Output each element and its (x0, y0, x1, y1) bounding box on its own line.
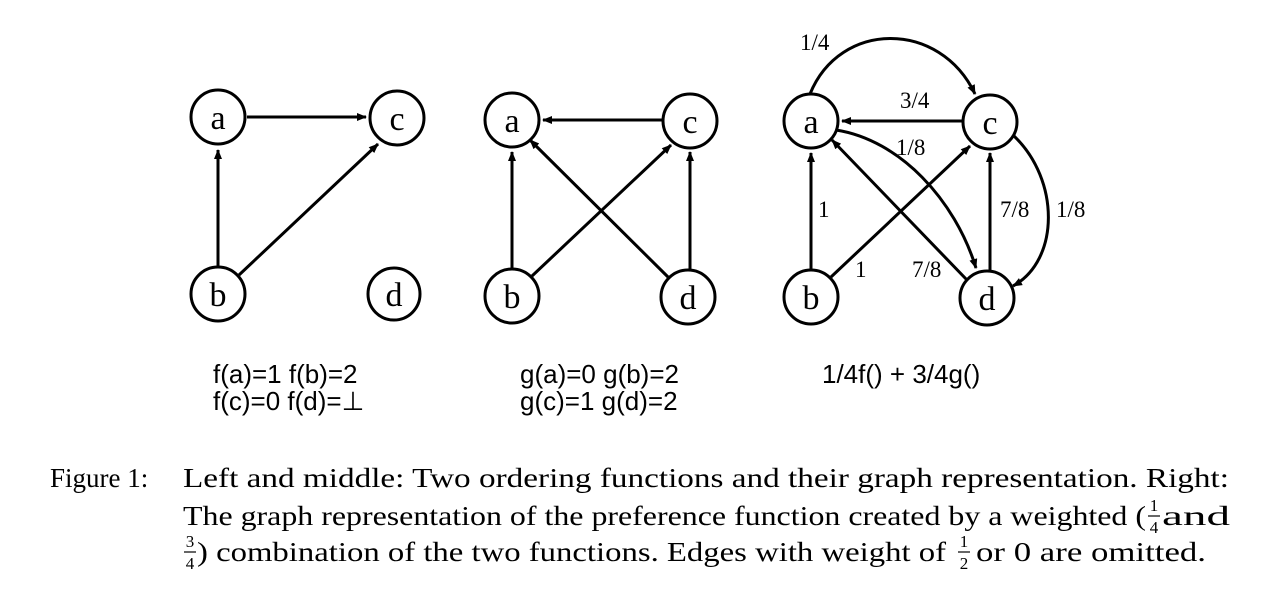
node-label: b (504, 279, 521, 316)
node-label: c (982, 105, 997, 142)
node-label: c (682, 104, 697, 141)
node-d: d (958, 269, 1016, 327)
node-d: d (366, 266, 422, 322)
edge-a-to-d (835, 128, 978, 269)
edge-a-to-c (808, 37, 977, 95)
edge-c-to-d (1012, 134, 1050, 288)
fraction-denominator: 4 (1150, 518, 1159, 537)
graph-left: a c b d f(a)=1 f(b)=2 f(c)=0 f(d)=⊥ (189, 88, 426, 416)
node-d: d (659, 268, 717, 326)
node-b: b (189, 265, 247, 323)
caption-line: ) combination of the two functions. Edge… (197, 537, 946, 567)
fraction-denominator: 2 (960, 554, 969, 573)
caption-label: Figure 1: (50, 463, 148, 493)
node-label: d (979, 281, 996, 318)
node-label: d (386, 277, 403, 314)
node-b: b (483, 267, 541, 325)
node-c: c (661, 92, 719, 150)
edge-weight-label: 1/8 (1056, 197, 1085, 222)
fraction-numerator: 3 (186, 532, 195, 551)
caption-line: Left and middle: Two ordering functions … (183, 463, 1229, 493)
node-a: a (483, 91, 541, 149)
node-c: c (961, 93, 1019, 151)
edge-weight-label: 1/8 (896, 135, 925, 160)
edge-d-to-a (830, 138, 969, 282)
edge-b-to-c (237, 142, 380, 277)
graph-middle: a c b d g(a)=0 g(b)=2 g(c)=1 g(d)=2 (483, 91, 719, 416)
node-label: b (210, 277, 227, 314)
edge-weight-label: 3/4 (900, 88, 930, 113)
node-label: a (210, 100, 225, 137)
edge-d-to-a (528, 138, 670, 279)
node-b: b (782, 268, 840, 326)
edge-weight-label: 7/8 (1000, 197, 1029, 222)
function-line: f(a)=1 f(b)=2 (213, 359, 358, 389)
function-line: g(a)=0 g(b)=2 (520, 359, 679, 389)
node-label: b (803, 280, 820, 317)
graph-right: 1/4 3/4 1/8 1 1 7/8 7/8 1/8 a c b d 1/4f… (782, 30, 1085, 389)
node-a: a (782, 92, 840, 150)
caption-line: and (1162, 501, 1231, 531)
node-label: a (504, 103, 519, 140)
edge-weight-label: 7/8 (912, 257, 941, 282)
fraction-numerator: 1 (960, 532, 969, 551)
node-c: c (368, 89, 426, 147)
caption-line: The graph representation of the preferen… (183, 501, 1146, 531)
node-label: c (389, 101, 404, 138)
edge-weight-label: 1 (855, 257, 867, 282)
edge-weight-label: 1 (818, 197, 830, 222)
caption-line: or 0 are omitted. (976, 537, 1206, 567)
fraction-numerator: 1 (1150, 496, 1159, 515)
function-line: f(c)=0 f(d)=⊥ (213, 386, 364, 416)
node-a: a (189, 88, 247, 146)
node-label: a (803, 104, 818, 141)
figure-caption: Figure 1: Left and middle: Two ordering … (50, 463, 1231, 573)
node-label: d (680, 280, 697, 317)
edge-weight-label: 1/4 (800, 30, 830, 55)
function-line: 1/4f() + 3/4g() (822, 359, 980, 389)
function-line: g(c)=1 g(d)=2 (520, 386, 678, 416)
fraction-denominator: 4 (186, 554, 195, 573)
